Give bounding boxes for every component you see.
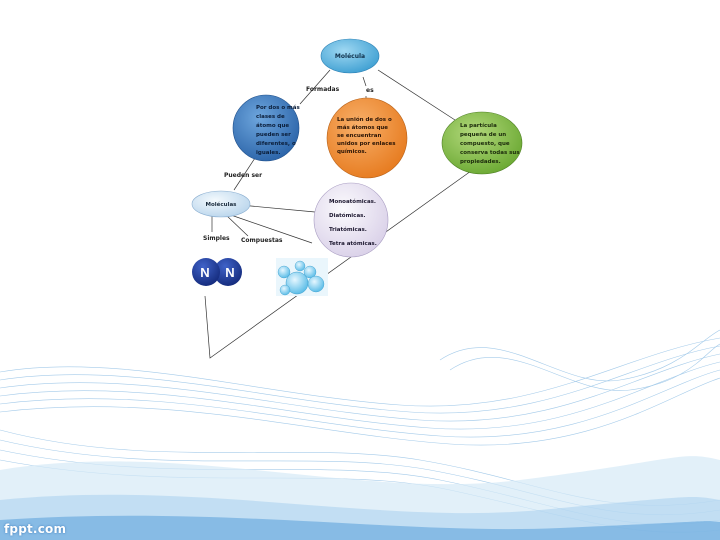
nitrogen-atom-label: N [225, 265, 234, 280]
label-formadas: Formadas [306, 86, 340, 93]
node-formation: Por dos o más clases de átomo que pueden… [232, 94, 302, 162]
label-compuestas: Compuestas [241, 237, 283, 244]
node-particle: La partícula pequeña de un compuesto, qu… [441, 111, 523, 175]
node-definition-text: La unión de dos o más átomos que se encu… [337, 116, 397, 155]
label-es: es [366, 87, 374, 94]
label-pueden-ser: Pueden ser [224, 172, 262, 179]
nitrogen-molecule-image: N N [192, 258, 242, 286]
connector-lines [204, 69, 479, 359]
node-types-text: Monoatómicas. Diatómicas. Triatómicas. T… [329, 198, 378, 247]
node-formation-text: Por dos o más clases de átomo que pueden… [256, 104, 302, 156]
node-types: Monoatómicas. Diatómicas. Triatómicas. T… [313, 182, 389, 258]
background-wave-bands [0, 456, 720, 540]
fppt-logo: fppt.com [4, 522, 67, 536]
node-moleculas: Moléculas [191, 190, 251, 218]
water-molecules-image [276, 258, 328, 296]
label-simples: Simples [203, 235, 230, 242]
node-definition: La unión de dos o más átomos que se encu… [326, 97, 408, 179]
node-molecula: Molécula [320, 38, 380, 74]
node-moleculas-text: Moléculas [206, 201, 238, 208]
node-particle-text: La partícula pequeña de un compuesto, qu… [460, 122, 522, 165]
nitrogen-atom-label: N [200, 265, 209, 280]
node-molecula-text: Molécula [335, 53, 365, 60]
